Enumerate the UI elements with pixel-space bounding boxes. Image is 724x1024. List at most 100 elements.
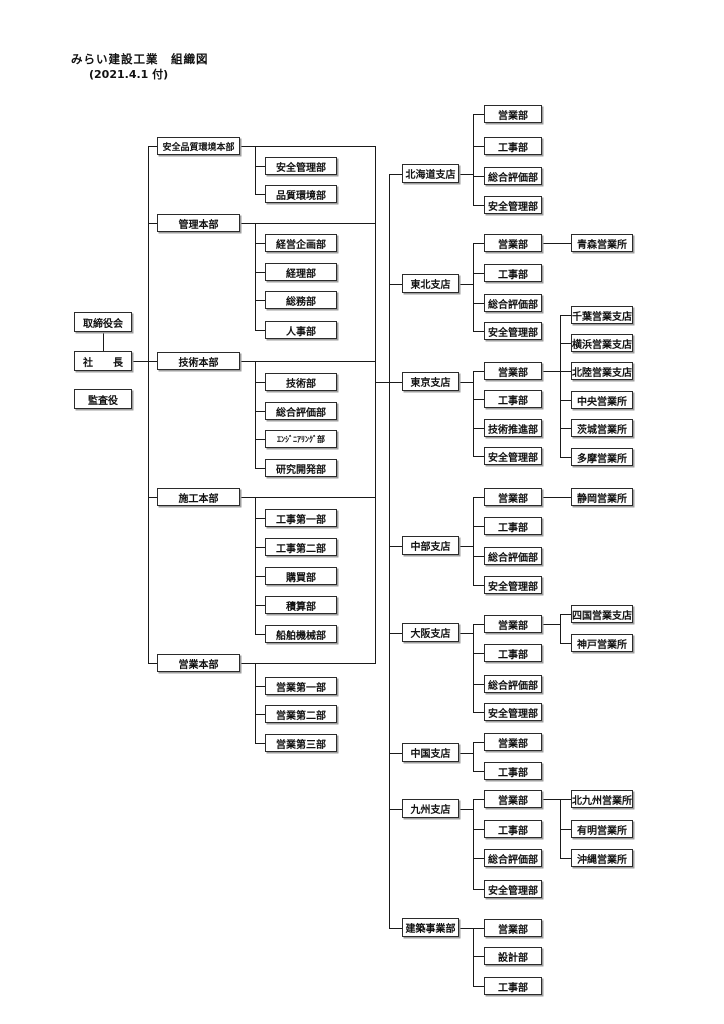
connector-line <box>459 174 473 175</box>
page-date-note: (2021.4.1 付) <box>89 68 169 81</box>
node-hokkaido-evaluation: 総合評価部 <box>484 167 542 185</box>
connector-line <box>473 114 484 115</box>
node-dept-research-development: 研究開発部 <box>265 459 337 477</box>
node-kyushu-evaluation: 総合評価部 <box>484 849 542 867</box>
connector-line <box>459 928 473 929</box>
connector-line <box>473 928 484 929</box>
connector-line <box>255 497 256 635</box>
connector-line <box>255 547 265 548</box>
connector-line <box>473 303 484 304</box>
connector-line <box>473 585 484 586</box>
connector-line <box>560 497 571 498</box>
node-tokyo-tech-promotion: 技術推進部 <box>484 419 542 437</box>
connector-line <box>375 382 402 383</box>
connector-line <box>255 300 265 301</box>
connector-line <box>459 284 473 285</box>
node-architecture-works: 工事部 <box>484 977 542 995</box>
node-office-ariake: 有明営業所 <box>571 820 633 838</box>
connector-line <box>542 243 560 244</box>
connector-line <box>473 742 484 743</box>
node-division-architecture: 建築事業部 <box>402 918 459 937</box>
connector-line <box>473 624 484 625</box>
connector-line <box>473 497 484 498</box>
node-board-of-directors: 取締役会 <box>74 312 132 332</box>
node-architecture-sales: 営業部 <box>484 919 542 937</box>
node-office-shikoku: 四国営業支店 <box>571 605 633 623</box>
connector-line <box>473 114 474 206</box>
connector-line <box>473 146 484 147</box>
connector-line <box>473 331 484 332</box>
connector-line <box>473 684 484 685</box>
node-dept-sales-2: 営業第二部 <box>265 705 337 723</box>
connector-line <box>473 243 484 244</box>
node-office-chuo: 中央営業所 <box>571 391 633 409</box>
connector-line <box>255 361 256 469</box>
connector-line <box>473 799 484 800</box>
connector-line <box>542 371 560 372</box>
connector-line <box>473 712 484 713</box>
node-dept-sales-1: 営業第一部 <box>265 677 337 695</box>
connector-line <box>389 174 390 929</box>
node-tohoku-sales: 営業部 <box>484 234 542 252</box>
connector-line <box>473 956 484 957</box>
node-dept-estimation: 積算部 <box>265 596 337 614</box>
node-osaka-safety: 安全管理部 <box>484 703 542 721</box>
node-hq-safety-quality-env: 安全品質環境本部 <box>157 137 240 155</box>
connector-line <box>389 753 402 754</box>
connector-line <box>560 858 571 859</box>
connector-line <box>473 889 484 890</box>
node-architecture-design: 設計部 <box>484 947 542 965</box>
connector-line <box>473 243 474 332</box>
connector-line <box>459 753 473 754</box>
connector-line <box>473 371 474 457</box>
node-hq-technology: 技術本部 <box>157 352 240 370</box>
node-kyushu-works: 工事部 <box>484 820 542 838</box>
connector-line <box>459 633 473 634</box>
connector-line <box>148 497 375 498</box>
connector-line <box>473 624 474 713</box>
connector-line <box>255 194 265 195</box>
node-hq-management: 管理本部 <box>157 214 240 232</box>
connector-line <box>473 986 484 987</box>
node-dept-general-affairs: 総務部 <box>265 291 337 309</box>
node-office-ibaraki: 茨城営業所 <box>571 419 633 437</box>
node-tokyo-sales: 営業部 <box>484 362 542 380</box>
node-kyushu-sales: 営業部 <box>484 790 542 808</box>
node-chubu-sales: 営業部 <box>484 488 542 506</box>
node-office-tama: 多摩営業所 <box>571 448 633 466</box>
connector-line <box>560 614 561 644</box>
node-chugoku-works: 工事部 <box>484 762 542 780</box>
connector-line <box>375 146 376 664</box>
node-president: 社 長 <box>74 351 132 371</box>
connector-line <box>459 809 473 810</box>
connector-line <box>148 146 149 664</box>
connector-line <box>148 223 375 224</box>
node-dept-ship-machinery: 船舶機械部 <box>265 625 337 643</box>
connector-line <box>255 468 265 469</box>
node-office-kobe: 神戸営業所 <box>571 634 633 652</box>
node-office-hokuriku: 北陸営業支店 <box>571 362 633 380</box>
connector-line <box>473 273 484 274</box>
connector-line <box>473 456 484 457</box>
node-office-okinawa: 沖縄営業所 <box>571 849 633 867</box>
connector-line <box>560 243 571 244</box>
connector-line <box>473 399 484 400</box>
node-kyushu-safety: 安全管理部 <box>484 880 542 898</box>
node-dept-sales-3: 営業第三部 <box>265 734 337 752</box>
connector-line <box>473 653 484 654</box>
connector-line <box>459 546 473 547</box>
connector-line <box>389 174 402 175</box>
node-osaka-evaluation: 総合評価部 <box>484 675 542 693</box>
node-tohoku-safety: 安全管理部 <box>484 322 542 340</box>
node-office-shizuoka: 静岡営業所 <box>571 488 633 506</box>
node-office-chiba: 千葉営業支店 <box>571 306 633 324</box>
connector-line <box>560 315 561 458</box>
connector-line <box>473 928 474 987</box>
node-chubu-evaluation: 総合評価部 <box>484 547 542 565</box>
connector-line <box>473 829 484 830</box>
connector-line <box>255 686 265 687</box>
node-dept-corporate-planning: 経営企画部 <box>265 234 337 252</box>
node-tohoku-works: 工事部 <box>484 264 542 282</box>
node-chugoku-sales: 営業部 <box>484 733 542 751</box>
